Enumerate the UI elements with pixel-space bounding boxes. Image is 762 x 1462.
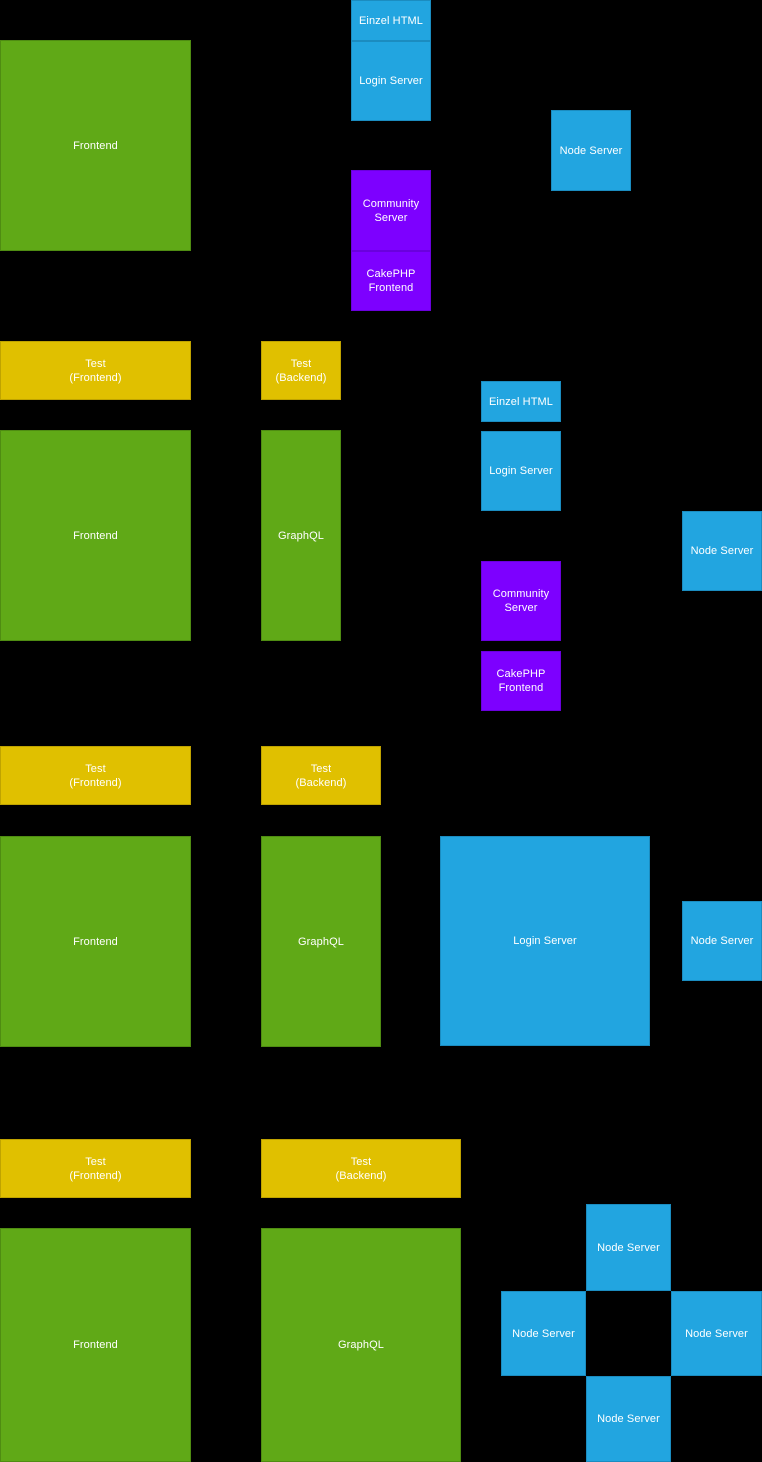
block-label: Frontend: [73, 139, 118, 152]
block-label: Login Server: [489, 465, 553, 477]
block-label: Node Server: [512, 1327, 575, 1340]
block-label: CakePHP Frontend: [366, 268, 416, 294]
block-label: Node Server: [597, 1241, 660, 1254]
block-label: Login Server: [513, 935, 577, 947]
block-s4-node-server-left[interactable]: Node Server: [501, 1291, 586, 1376]
block-s4-node-server-top[interactable]: Node Server: [586, 1204, 671, 1291]
block-label: GraphQL: [338, 1339, 384, 1351]
block-s3-node-server[interactable]: Node Server: [682, 901, 762, 981]
block-label: Einzel HTML: [358, 14, 424, 27]
block-label: Test (Backend): [275, 357, 327, 384]
block-s1-cakephp-frontend[interactable]: CakePHP Frontend: [351, 251, 431, 311]
block-label: CakePHP Frontend: [496, 668, 546, 694]
block-s2-test-frontend[interactable]: Test (Frontend): [0, 341, 191, 400]
block-s4-node-server-right[interactable]: Node Server: [671, 1291, 762, 1376]
block-s4-test-backend[interactable]: Test (Backend): [261, 1139, 461, 1198]
block-label: GraphQL: [278, 529, 324, 542]
block-label: Login Server: [359, 75, 423, 87]
block-s2-graphql[interactable]: GraphQL: [261, 430, 341, 641]
block-s3-test-backend[interactable]: Test (Backend): [261, 746, 381, 805]
block-s1-login-server[interactable]: Login Server: [351, 41, 431, 121]
block-label: Test (Frontend): [69, 762, 122, 789]
block-label: Test (Frontend): [69, 357, 122, 384]
block-s2-community-server[interactable]: Community Server: [481, 561, 561, 641]
block-s2-test-backend[interactable]: Test (Backend): [261, 341, 341, 400]
block-s1-frontend[interactable]: Frontend: [0, 40, 191, 251]
block-label: Test (Frontend): [69, 1155, 122, 1182]
block-s4-graphql[interactable]: GraphQL: [261, 1228, 461, 1462]
block-s1-community-server[interactable]: Community Server: [351, 170, 431, 251]
block-label: Frontend: [73, 935, 118, 948]
block-label: Community Server: [362, 197, 420, 224]
block-s3-frontend[interactable]: Frontend: [0, 836, 191, 1047]
block-label: Test (Backend): [335, 1155, 387, 1182]
block-s2-node-server[interactable]: Node Server: [682, 511, 762, 591]
block-s2-einzel-html[interactable]: Einzel HTML: [481, 381, 561, 422]
block-s4-frontend[interactable]: Frontend: [0, 1228, 191, 1462]
block-s3-login-server[interactable]: Login Server: [440, 836, 650, 1046]
block-s1-node-server[interactable]: Node Server: [551, 110, 631, 191]
block-label: Node Server: [685, 1327, 748, 1340]
block-label: GraphQL: [298, 935, 344, 948]
block-s3-test-frontend[interactable]: Test (Frontend): [0, 746, 191, 805]
block-label: Einzel HTML: [488, 395, 554, 408]
block-label: Test (Backend): [295, 762, 347, 789]
block-s2-frontend[interactable]: Frontend: [0, 430, 191, 641]
block-label: Frontend: [73, 1339, 118, 1351]
block-label: Community Server: [492, 588, 550, 614]
block-label: Frontend: [73, 529, 118, 542]
block-s3-graphql[interactable]: GraphQL: [261, 836, 381, 1047]
block-s4-node-server-bottom[interactable]: Node Server: [586, 1376, 671, 1462]
block-label: Node Server: [690, 935, 754, 947]
block-s4-test-frontend[interactable]: Test (Frontend): [0, 1139, 191, 1198]
block-s2-login-server[interactable]: Login Server: [481, 431, 561, 511]
block-s1-einzel-html[interactable]: Einzel HTML: [351, 0, 431, 41]
block-s2-cakephp-frontend[interactable]: CakePHP Frontend: [481, 651, 561, 711]
block-label: Node Server: [690, 545, 754, 557]
block-label: Node Server: [597, 1413, 660, 1425]
block-label: Node Server: [559, 144, 623, 157]
